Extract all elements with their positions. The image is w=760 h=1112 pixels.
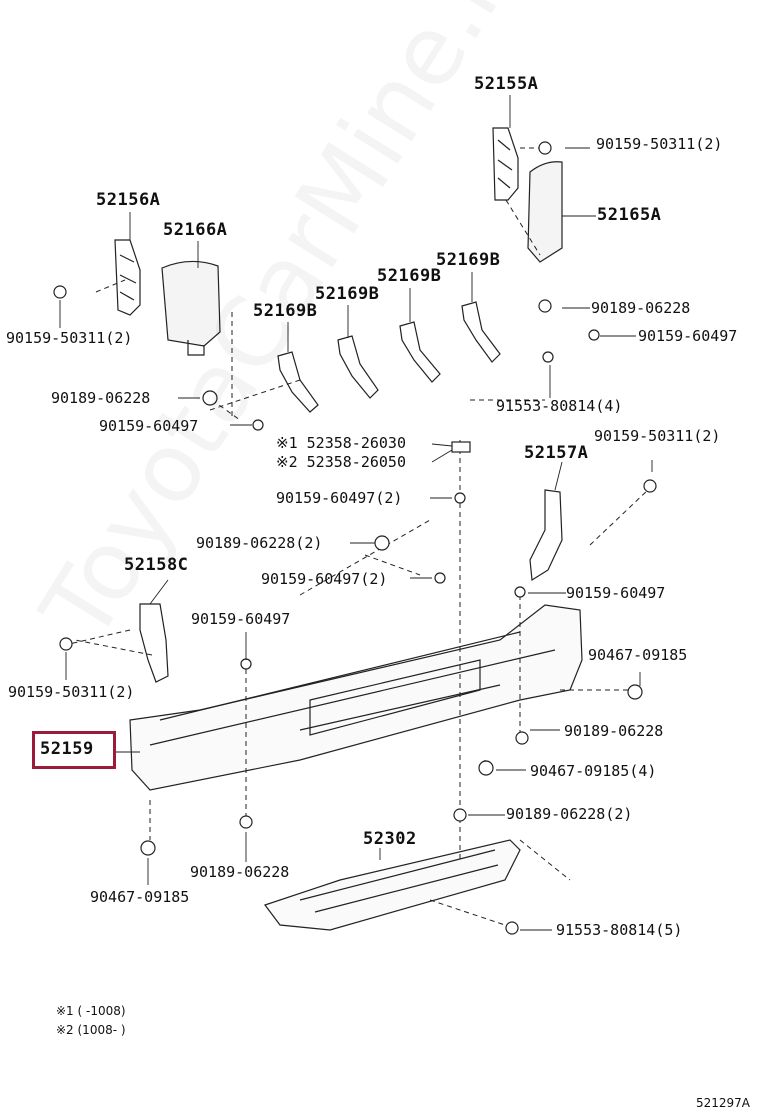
fastener-label[interactable]: 91553-80814(5) xyxy=(556,921,683,939)
bracket-52157a xyxy=(529,489,563,582)
fastener-label[interactable]: 90467-09185 xyxy=(90,888,190,906)
fastener-label[interactable]: 90159-60497 xyxy=(191,610,291,628)
stay-52169b-3 xyxy=(399,321,441,383)
bracket-52156a xyxy=(114,239,141,316)
part-label-52155a[interactable]: 52155A xyxy=(474,74,539,94)
part-label-52166a[interactable]: 52166A xyxy=(163,220,228,240)
fastener-label[interactable]: 90159-60497(2) xyxy=(276,489,403,507)
fastener-label[interactable]: 90159-50311(2) xyxy=(8,683,135,701)
footnote-1: ※1 ( -1008) xyxy=(56,1004,126,1018)
stay-52169b-1 xyxy=(277,351,319,413)
stay-52169b-4 xyxy=(461,301,501,363)
part-label-52169b-1[interactable]: 52169B xyxy=(253,301,318,321)
fastener-label[interactable]: 90467-09185 xyxy=(588,646,688,664)
part-label-52156a[interactable]: 52156A xyxy=(96,190,161,210)
part-label-52302[interactable]: 52302 xyxy=(363,829,417,849)
fastener-label[interactable]: 90159-50311(2) xyxy=(596,135,723,153)
fastener-label[interactable]: 90189-06228 xyxy=(591,299,691,317)
fastener-label[interactable]: 90189-06228 xyxy=(190,863,290,881)
fastener-label[interactable]: 91553-80814(4) xyxy=(496,397,623,415)
fastener-label[interactable]: 90189-06228(2) xyxy=(506,805,633,823)
fastener-label[interactable]: ※1 52358-26030 xyxy=(276,434,406,452)
pad-52166a xyxy=(161,260,221,347)
highlight-box xyxy=(32,731,116,769)
stay-52169b-2 xyxy=(337,335,379,399)
pad-52165a xyxy=(527,161,563,263)
fastener-label[interactable]: 90159-60497(2) xyxy=(261,570,388,588)
fastener-label[interactable]: ※2 52358-26050 xyxy=(276,453,406,471)
bracket-52158c xyxy=(139,603,169,683)
fastener-glyphs xyxy=(53,141,657,935)
part-label-52169b-3[interactable]: 52169B xyxy=(377,266,442,286)
part-label-52158c[interactable]: 52158C xyxy=(124,555,189,575)
fastener-label[interactable]: 90189-06228(2) xyxy=(196,534,323,552)
bracket-52155a xyxy=(492,127,519,201)
part-label-52169b-2[interactable]: 52169B xyxy=(315,284,380,304)
fastener-label[interactable]: 90467-09185(4) xyxy=(530,762,657,780)
part-label-52157a[interactable]: 52157A xyxy=(524,443,589,463)
fastener-label[interactable]: 90189-06228 xyxy=(51,389,151,407)
fastener-label[interactable]: 90159-60497 xyxy=(638,327,738,345)
fastener-label[interactable]: 90159-50311(2) xyxy=(594,427,721,445)
diagram-code: 521297A xyxy=(696,1096,751,1110)
part-label-52165a[interactable]: 52165A xyxy=(597,205,662,225)
step-pad-52302 xyxy=(264,839,521,931)
fastener-label[interactable]: 90189-06228 xyxy=(564,722,664,740)
fastener-label[interactable]: 90159-60497 xyxy=(99,417,199,435)
bumper-52159 xyxy=(129,604,583,791)
footnote-2: ※2 (1008- ) xyxy=(56,1023,126,1037)
part-label-52159[interactable]: 52159 xyxy=(40,739,94,759)
fastener-label[interactable]: 90159-50311(2) xyxy=(6,329,133,347)
fastener-label[interactable]: 90159-60497 xyxy=(566,584,666,602)
part-label-52169b-4[interactable]: 52169B xyxy=(436,250,501,270)
